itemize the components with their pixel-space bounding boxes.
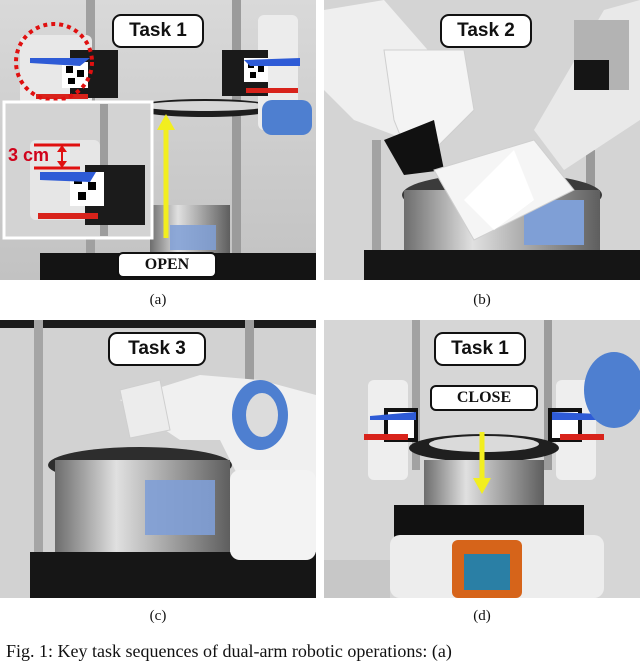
panel-b-photo: Task 2 [324,0,640,280]
task-label: Task 1 [112,14,204,48]
panel-d-photo: Task 1 CLOSE [324,320,640,598]
inset-measurement-label: 3 cm [8,145,50,165]
operation-label: CLOSE [430,385,538,411]
subfigure-label-c: (c) [149,608,167,624]
panel-c-photo: Task 3 [0,320,316,598]
panel-a-photo: Task 1 OPEN 3 cm [0,0,316,280]
subfigure-label-b: (b) [473,292,491,308]
subfigure-label-d: (d) [473,608,491,624]
operation-label: OPEN [117,252,217,278]
task-label: Task 2 [440,14,532,48]
task-label: Task 3 [108,332,206,366]
task-label: Task 1 [434,332,526,366]
subfigure-label-a: (a) [149,292,167,308]
figure-caption: Fig. 1: Key task sequences of dual-arm r… [6,641,452,661]
